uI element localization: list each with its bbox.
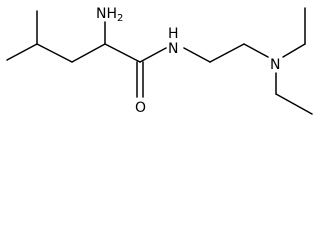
bond-ch2-to-c-alpha bbox=[71, 43, 106, 63]
atom-label-amine-n: NH2 bbox=[96, 6, 123, 24]
atom-label-amide-n: N bbox=[168, 41, 178, 57]
amine-n-symbol: N bbox=[96, 6, 106, 22]
carbonyl-o-symbol: O bbox=[135, 100, 146, 116]
amide-n-symbol: N bbox=[168, 41, 178, 57]
bond-ethyl-b-ch2-to-ch3 bbox=[275, 93, 313, 115]
bond-ch2-b-to-n-diethyl bbox=[243, 43, 269, 58]
amine-h-symbol: H bbox=[106, 6, 117, 22]
bond-carbonyl-to-nh bbox=[139, 47, 167, 63]
amine-h-count: 2 bbox=[117, 13, 123, 24]
diethyl-n-symbol: N bbox=[270, 57, 280, 73]
bond-ch3-a-to-ch bbox=[6, 43, 38, 61]
amide-h-symbol: H bbox=[168, 26, 179, 42]
bond-nh-to-ch2-a bbox=[183, 47, 211, 63]
bond-n-to-ethyl-a-ch2 bbox=[282, 43, 306, 58]
bond-ch2-a-to-ch2-b bbox=[209, 43, 245, 63]
atom-label-carbonyl-o: O bbox=[135, 100, 146, 116]
atom-label-amide-h: H bbox=[168, 26, 179, 42]
structural-formula-diagram: NH2 N H O N bbox=[6, 6, 313, 116]
atom-label-diethyl-n: N bbox=[270, 57, 280, 73]
bond-ch-to-ch2 bbox=[36, 43, 73, 63]
bond-c-alpha-to-carbonyl bbox=[104, 43, 141, 63]
